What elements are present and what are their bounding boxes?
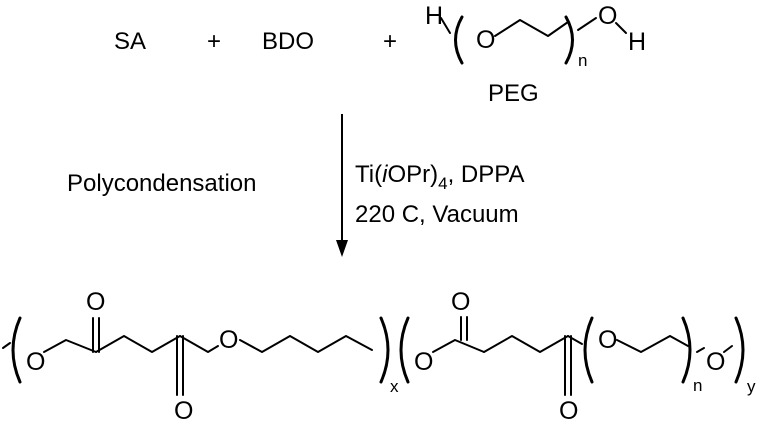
- atom-o: O: [598, 326, 617, 354]
- atom-o: O: [86, 288, 105, 316]
- bond-chain: [483, 335, 569, 353]
- bond-double: [564, 335, 572, 396]
- atom-o: O: [559, 397, 578, 424]
- bracket-open: [583, 316, 594, 384]
- bracket-close: [734, 316, 745, 384]
- atom-o: O: [706, 348, 725, 376]
- atom-o: O: [414, 348, 433, 376]
- catalyst-prefix: Ti(: [355, 161, 382, 188]
- bond-double: [460, 316, 468, 341]
- catalyst-italic: i: [382, 161, 388, 188]
- bracket-close: [681, 316, 692, 384]
- condition-catalyst: Ti(iOPr)4, DPPA: [355, 161, 525, 193]
- bond: [577, 17, 597, 31]
- atom-o: O: [598, 2, 617, 30]
- peg-label: PEG: [488, 80, 539, 107]
- atom-o: O: [451, 288, 470, 316]
- bracket-open: [454, 15, 464, 65]
- bond-chain: [494, 19, 569, 37]
- bond-chain: [95, 335, 181, 353]
- bond: [723, 345, 733, 353]
- reaction-arrow: [336, 114, 348, 257]
- bond-chain: [616, 335, 689, 353]
- atom-o: O: [476, 26, 495, 54]
- bond: [567, 335, 583, 345]
- bond-double: [176, 335, 184, 396]
- repeat-count: n: [578, 51, 587, 70]
- bracket-open: [399, 316, 410, 384]
- repeat-count-n: n: [693, 376, 702, 395]
- peg-structure: H O n O H PEG: [425, 2, 646, 107]
- bond: [440, 17, 451, 34]
- repeat-count-x: x: [390, 377, 399, 396]
- bond: [615, 22, 627, 34]
- catalyst-suffix: , DPPA: [448, 161, 525, 188]
- plus-sign: +: [207, 28, 221, 55]
- product-structure: O O O O x O O O O n O: [2, 288, 756, 424]
- arrow-head: [336, 240, 348, 257]
- reactant-bdo: BDO: [262, 28, 314, 55]
- bond-chain: [179, 335, 219, 353]
- atom-o: O: [219, 326, 238, 354]
- bracket-close: [379, 316, 390, 384]
- catalyst-subscript: 4: [438, 174, 447, 193]
- bond: [696, 347, 705, 353]
- bond-chain: [43, 339, 97, 353]
- catalyst-mid: OPr): [387, 161, 438, 188]
- plus-sign: +: [383, 28, 397, 55]
- bracket-open: [11, 316, 22, 384]
- bracket-close: [564, 15, 574, 65]
- condition-method: Polycondensation: [67, 170, 256, 197]
- repeat-count-y: y: [747, 377, 756, 396]
- atom-h: H: [425, 2, 443, 30]
- condition-temperature: 220 C, Vacuum: [355, 201, 519, 228]
- bond-terminal: [2, 342, 11, 349]
- bond-chain: [432, 339, 485, 353]
- atom-o: O: [26, 348, 45, 376]
- atom-o: O: [174, 397, 193, 424]
- reactants: SA + BDO + H O n O H PEG: [114, 2, 646, 107]
- bond-double: [92, 317, 100, 353]
- reaction-conditions: Polycondensation Ti(iOPr)4, DPPA 220 C, …: [67, 161, 525, 228]
- atom-h: H: [628, 28, 646, 56]
- bond-chain: [239, 335, 373, 353]
- reactant-sa: SA: [114, 28, 146, 55]
